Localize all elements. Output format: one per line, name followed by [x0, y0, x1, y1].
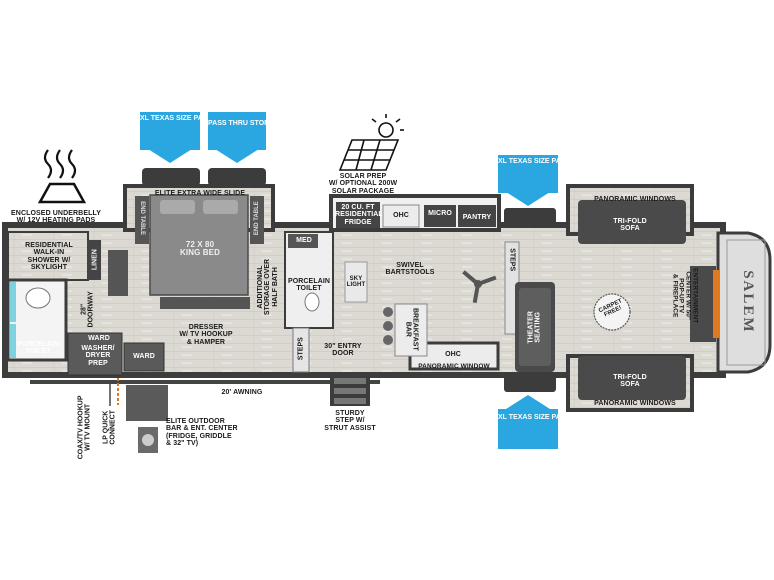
label-solar: SOLAR PREP W/ OPTIONAL 200W SOLAR PACKAG… [328, 173, 398, 195]
label-linen: LINEN [91, 249, 99, 271]
label-entry-door: 30" ENTRY DOOR [324, 343, 362, 358]
label-ward-bottom: WARD [133, 353, 155, 360]
label-dresser: DRESSER W/ TV HOOKUP & HAMPER [179, 324, 233, 346]
label-end-table-right: END TABLE [253, 201, 260, 236]
label-salem-logo: SALEM [739, 270, 756, 334]
label-breakfast-bar: BREAKFAST BAR [404, 307, 419, 351]
label-trifold-top: TRI-FOLD SOFA [613, 218, 647, 233]
label-washer-dryer: WASHER/ DRYER PREP [81, 345, 115, 367]
label-doorway: 28" DOORWAY [80, 291, 95, 328]
label-swivel: SWIVEL BARTSTOOLS [385, 262, 435, 277]
label-theater-seating: THEATER SEATING [527, 311, 542, 344]
label-coax: COAX/TV HOOKUP W/ TV MOUNT [77, 395, 92, 460]
callout-xl-storage-top-left: XL TEXAS SIZE PASS THRU STORAGE [140, 112, 270, 164]
label-sturdy-step: STURDY STEP W/ STRUT ASSIST [324, 410, 376, 432]
callout-pass-thru-top: PASS THRU STORAGE [208, 112, 284, 164]
heating-pad-icon [37, 149, 87, 204]
label-porcelain-toilet-mid: PORCELAIN TOILET [287, 278, 331, 293]
callout-xl-storage-top-right: XL TEXAS SIZE PASS THRU STORAGE [498, 155, 628, 207]
label-shower: RESIDENTIAL WALK-IN SHOWER W/ SKYLIGHT [25, 242, 73, 272]
label-porcelain-toilet-rear: PORCELAIN TOILET [16, 341, 60, 356]
label-storage-over-bath: ADDITIONAL STORAGE OVER HALF BATH [256, 258, 279, 316]
label-trifold-bottom: TRI-FOLD SOFA [613, 374, 647, 389]
label-sky-light: SKY LIGHT [346, 276, 366, 289]
label-outdoor-bar: ELITE OUTDOOR BAR & ENT. CENTER (FRIDGE,… [166, 418, 238, 448]
label-panoramic-windows-bottom: PANORAMIC WINDOWS [594, 400, 676, 407]
label-awning: 20' AWNING [221, 389, 263, 396]
label-ohc-top: OHC [393, 212, 409, 219]
label-elite-slide: ELITE EXTRA WIDE SLIDE [154, 190, 246, 197]
label-micro: MICRO [428, 210, 452, 217]
front-cap [716, 231, 772, 374]
label-med: MED [296, 237, 312, 244]
label-steps-mid: STEPS [297, 337, 305, 361]
solar-panel-icon [338, 114, 404, 171]
label-panoramic-window-bottom-mid: PANORAMIC WINDOW [418, 363, 490, 370]
label-entertainment: ENTERTAINMENT CENTER W/ 50" POP-UP TV & … [671, 268, 699, 324]
label-fridge: 20 CU. FT RESIDENTIAL FRIDGE [335, 204, 383, 226]
label-panoramic-windows-top: PANORAMIC WINDOWS [594, 196, 676, 203]
label-ward-top: WARD [88, 335, 110, 342]
label-ohc-bottom: OHC [445, 351, 461, 358]
callout-xl-storage-bottom: XL TEXAS SIZE PASS THRU STORAGE [498, 395, 628, 453]
label-bed: 72 X 80 KING BED [180, 240, 220, 258]
label-steps-front: STEPS [508, 248, 516, 272]
label-end-table-left: END TABLE [139, 201, 146, 236]
label-underbelly: ENCLOSED UNDERBELLY W/ 12V HEATING PADS [11, 210, 101, 225]
label-lp-quick: LP QUICK CONNECT [102, 410, 117, 445]
label-pantry: PANTRY [462, 214, 492, 221]
